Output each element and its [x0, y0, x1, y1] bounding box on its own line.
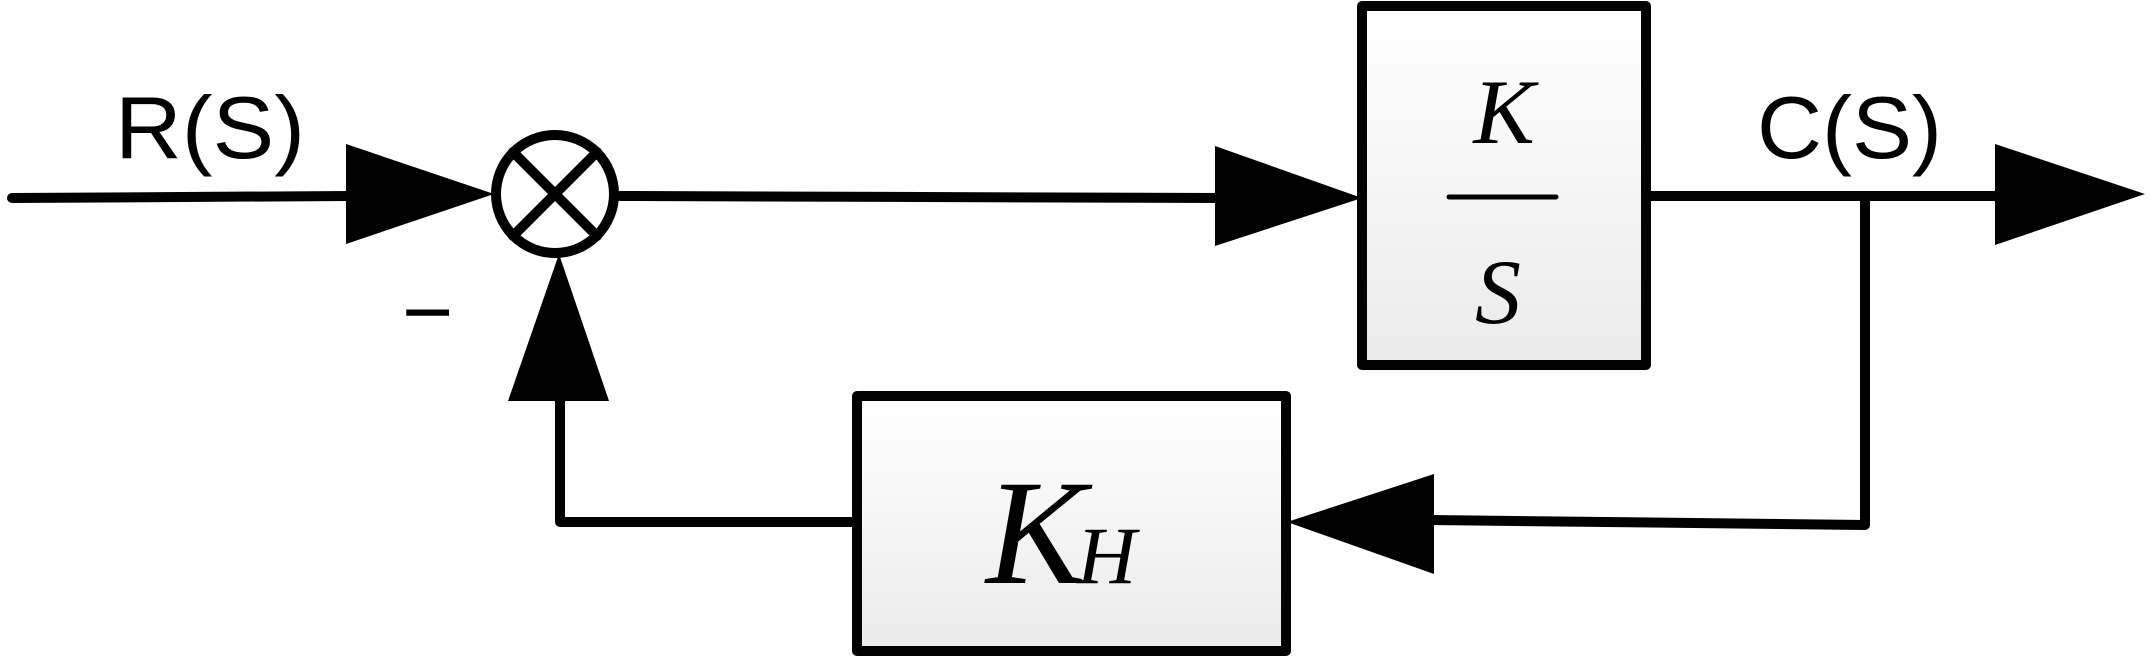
input-arrowhead [346, 144, 494, 244]
forward-line [615, 191, 1225, 203]
feedback-takeoff-line [1425, 191, 1870, 530]
feedback-block: K H [852, 391, 1291, 656]
feedback-arrowhead [1287, 474, 1434, 574]
forward-block-numerator: K [1471, 61, 1539, 163]
feedback-block-subscript: H [1076, 510, 1140, 601]
output-arrowhead [1995, 144, 2145, 245]
forward-block: K S [1357, 1, 1651, 370]
output-signal-label: C(S) [1757, 78, 1942, 177]
feedback-sign-label: − [402, 262, 453, 361]
feedback-return-line [555, 390, 862, 527]
summing-junction [491, 130, 619, 258]
input-signal-label: R(S) [115, 78, 305, 177]
forward-arrowhead [1215, 146, 1362, 246]
input-line [7, 191, 355, 203]
forward-block-denominator: S [1475, 241, 1521, 343]
feedback-junction-arrowhead [508, 254, 609, 401]
feedback-block-symbol: K [984, 450, 1093, 616]
